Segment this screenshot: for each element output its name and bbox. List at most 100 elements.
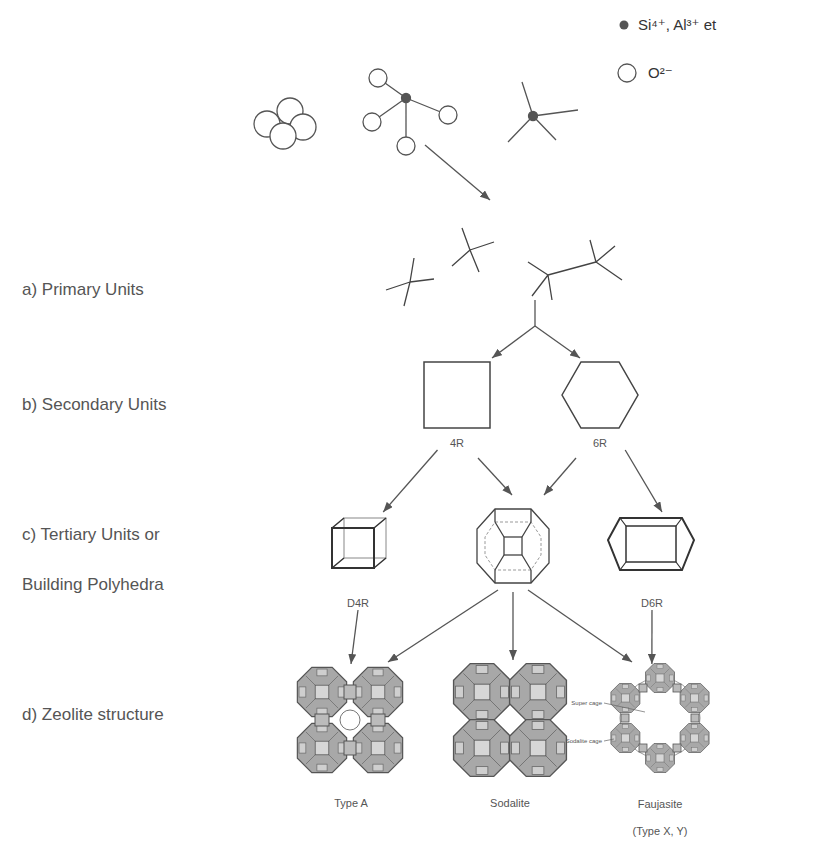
leader-line [604, 703, 645, 712]
flow-arrow [528, 590, 632, 662]
legend-sample [618, 21, 636, 83]
faujasite-structure [639, 684, 647, 692]
ball-stick-tetrahedron [369, 69, 387, 87]
callout-label: Sodalite cage [546, 737, 602, 745]
structure-node: 6R [558, 358, 642, 450]
faujasite-structure [611, 664, 709, 773]
structure-node: Faujasite(Type X, Y) [602, 664, 718, 838]
structure-node: D6R [602, 512, 702, 610]
secondary-unit-shape [562, 362, 638, 428]
callout-label: Super cage [546, 699, 602, 707]
ball-stick-tetrahedron [372, 78, 448, 146]
faujasite-structure [646, 744, 675, 773]
connector-arrow [351, 610, 358, 664]
sodalite-structure [510, 664, 567, 721]
unit-label: Faujasite [638, 797, 683, 811]
d4r-cube [332, 518, 386, 568]
leader-line [604, 703, 645, 741]
flow-arrow [544, 458, 576, 495]
ball-stick-tetrahedron [363, 69, 457, 155]
connector-arrow [651, 610, 652, 664]
type-a-structure [315, 714, 329, 726]
stick-tetrahedron [529, 112, 538, 121]
sodalite-structure [454, 664, 567, 777]
flow-arrow [388, 590, 498, 662]
unit-label: Type A [334, 796, 368, 810]
ball-stick-tetrahedron [439, 106, 457, 124]
unit-label: 4R [450, 436, 464, 450]
faujasite-structure [673, 684, 681, 692]
faujasite-structure [639, 744, 647, 752]
faujasite-structure [680, 724, 709, 753]
primary-unit [452, 228, 494, 272]
d6r-prism [608, 518, 694, 570]
leader-line [604, 739, 614, 741]
unit-label: D6R [641, 596, 663, 610]
primary-unit [528, 262, 596, 300]
d4r-cube [332, 518, 386, 568]
type-a-structure [371, 714, 385, 726]
faujasite-structure [611, 684, 640, 713]
flow-arrow [512, 592, 513, 660]
level-label: c) Tertiary Units or Building Polyhedra [22, 510, 222, 610]
d6r-prism [626, 526, 676, 562]
legend-sample [620, 21, 629, 30]
structure-node: D4R [322, 512, 394, 610]
type-a-structure [297, 667, 346, 716]
branch-arrow [492, 300, 580, 358]
flow-arrow [478, 458, 512, 495]
branch-arrow [492, 326, 535, 358]
faujasite-structure [646, 664, 675, 693]
d6r-prism [608, 518, 694, 570]
structure-node: 4R [418, 358, 496, 450]
level-label: a) Primary Units [22, 279, 282, 301]
level-label: b) Secondary Units [22, 394, 282, 416]
structure-node: Type A [295, 664, 407, 810]
ball-stick-tetrahedron [402, 94, 411, 103]
sodalite-cage-unit [477, 509, 549, 583]
sodalite-cage-unit [495, 509, 531, 583]
stick-tetrahedron [508, 82, 578, 142]
flow-arrow [425, 145, 490, 200]
level-label: d) Zeolite structure [22, 704, 282, 726]
flow-arrow [478, 458, 576, 495]
type-a-structure [297, 667, 402, 772]
type-a-structure [344, 741, 356, 755]
branch-arrow [535, 326, 580, 358]
type-a-structure [297, 723, 346, 772]
secondary-unit-shape [424, 362, 638, 428]
unit-label: D4R [347, 596, 369, 610]
unit-label: 6R [593, 436, 607, 450]
primary-unit [386, 258, 434, 306]
legend-text: O²⁻ [648, 64, 673, 82]
sodalite-structure [454, 664, 511, 721]
sodalite-structure [510, 720, 567, 777]
legend-sample [618, 64, 636, 82]
primary-unit [590, 240, 622, 280]
sodalite-structure [454, 720, 511, 777]
legend-text: Si⁴⁺, Al³⁺ et [638, 16, 716, 34]
flow-arrow [425, 145, 490, 200]
ball-stick-tetrahedron [363, 113, 381, 131]
d6r-prism [620, 518, 682, 570]
sodalite-cage-unit [504, 537, 522, 555]
faujasite-structure [621, 714, 629, 722]
flow-arrow [388, 590, 632, 662]
connector-arrow [625, 450, 662, 512]
primary-unit [386, 228, 622, 306]
faujasite-structure [673, 744, 681, 752]
oxygen-cluster [270, 123, 296, 149]
faujasite-structure [611, 724, 640, 753]
type-a-structure [344, 685, 356, 699]
branch-arrow [534, 300, 535, 326]
secondary-unit-shape [424, 362, 490, 428]
connector-arrow [383, 450, 437, 512]
type-a-structure [340, 710, 360, 730]
oxygen-cluster [254, 98, 316, 149]
faujasite-structure [680, 684, 709, 713]
sodalite-cage-unit [485, 522, 541, 570]
structure-node: Sodalite [450, 664, 570, 810]
sodalite-cage-unit [477, 509, 549, 583]
unit-label: Sodalite [490, 796, 530, 810]
